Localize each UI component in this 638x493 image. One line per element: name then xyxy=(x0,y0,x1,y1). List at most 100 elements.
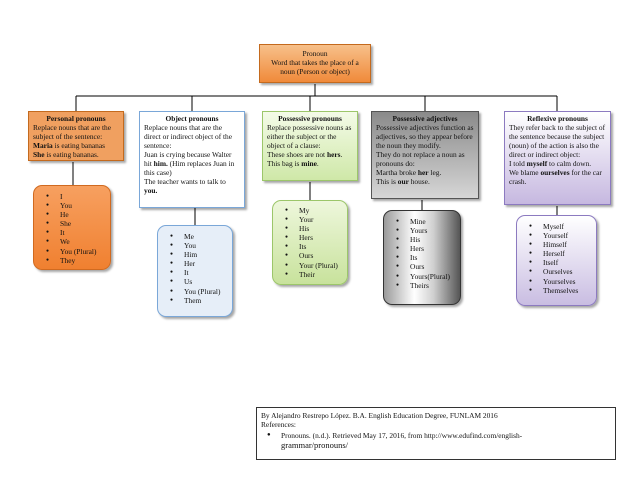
root-description: Word that takes the place of a noun (Per… xyxy=(271,58,359,76)
list-item: You xyxy=(170,241,228,250)
example-bold: her xyxy=(417,168,429,177)
example-text: for the car crash. xyxy=(509,168,602,186)
example-text: Juan is crying because Walter hit xyxy=(144,150,232,168)
list-item: Its xyxy=(285,242,343,251)
list-item: Their xyxy=(285,270,343,279)
example-bold: you. xyxy=(144,186,158,195)
possessive-pronouns-list: My Your His Hers Its Ours Your (Plural) … xyxy=(272,200,348,285)
list-item: Itself xyxy=(529,258,592,267)
example-text: This bag is xyxy=(267,159,300,168)
example-text: house. xyxy=(408,177,430,186)
list-item: Ourselves xyxy=(529,267,592,276)
object-pronouns-list: Me You Him Her It Us You (Plural) Them xyxy=(157,225,233,317)
credits-box: By Alejandro Restrepo López. B.A. Englis… xyxy=(256,407,616,460)
example-line: I told myself to calm down. xyxy=(509,159,606,168)
example-line: She is eating bananas. xyxy=(33,150,119,159)
category-text: They refer back to the subject of the se… xyxy=(509,123,606,159)
category-text: Replace nouns that are the direct or ind… xyxy=(144,123,233,150)
example-text: to calm down. xyxy=(547,159,592,168)
category-title: Personal pronouns xyxy=(46,114,106,123)
punct: . xyxy=(316,159,319,168)
example-text: is eating bananas. xyxy=(44,150,99,159)
list-item: Her xyxy=(170,259,228,268)
list-item: Herself xyxy=(529,249,592,258)
object-pronouns-box: Object pronouns Replace nouns that are t… xyxy=(139,111,245,208)
example-bold: ourselves xyxy=(540,168,570,177)
example-line: This is our house. xyxy=(376,177,474,186)
references-label: References: xyxy=(261,420,296,429)
author-line: By Alejandro Restrepo López. B.A. Englis… xyxy=(261,411,498,420)
example-text: This is xyxy=(376,177,396,186)
list-item: His xyxy=(285,224,343,233)
list-item: She xyxy=(46,219,106,228)
list-item: It xyxy=(170,268,228,277)
list-item: Its xyxy=(396,253,456,262)
category-text: They do not replace a noun as pronouns d… xyxy=(376,150,465,168)
category-title: Possessive pronouns xyxy=(278,114,342,123)
example-text: (Him replaces Juan in this case) xyxy=(144,159,235,177)
possessive-pronouns-box: Possessive pronouns Replace possessive n… xyxy=(262,111,358,181)
example-bold: hers xyxy=(326,150,341,159)
example-bold: She xyxy=(33,150,45,159)
punct: . xyxy=(340,150,343,159)
list-item: Hers xyxy=(396,244,456,253)
category-title: Reflexive pronouns xyxy=(527,114,588,123)
personal-pronouns-list: I You He She It We You (Plural) They xyxy=(33,185,111,270)
list-item: Himself xyxy=(529,240,592,249)
category-title: Possessive adjectives xyxy=(392,114,458,123)
list-item: Mine xyxy=(396,217,456,226)
list-item: You xyxy=(46,201,106,210)
list-item: Me xyxy=(170,232,228,241)
list-item: We xyxy=(46,237,106,246)
list-item: Yourself xyxy=(529,231,592,240)
example-text: I told xyxy=(509,159,525,168)
possessive-adjectives-box: Possessive adjectives Possessive adjecti… xyxy=(371,111,479,199)
list-item: You (Plural) xyxy=(46,247,106,256)
list-item: He xyxy=(46,210,106,219)
list-item: You (Plural) xyxy=(170,287,228,296)
example-line: Maria is eating bananas xyxy=(33,141,119,150)
list-item: They xyxy=(46,256,106,265)
example-line: Martha broke her leg. xyxy=(376,168,474,177)
example-bold: him. xyxy=(151,159,168,168)
list-item: Themselves xyxy=(529,286,592,295)
list-item: Us xyxy=(170,277,228,286)
list-item: It xyxy=(46,228,106,237)
reflexive-pronouns-box: Reflexive pronouns They refer back to th… xyxy=(504,111,611,205)
example-text: The teacher wants to talk to xyxy=(144,177,226,186)
possessive-adjectives-list: Mine Yours His Hers Its Ours Yours(Plura… xyxy=(383,210,461,305)
list-item: Theirs xyxy=(396,281,456,290)
reflexive-pronouns-list: Myself Yourself Himself Herself Itself O… xyxy=(516,215,597,306)
example-text: We blame xyxy=(509,168,539,177)
category-text: Possessive adjectives function as adject… xyxy=(376,123,474,150)
root-title: Pronoun xyxy=(302,49,328,58)
list-item: Yours(Plural) xyxy=(396,272,456,281)
example-bold: our xyxy=(397,177,409,186)
list-item: Ours xyxy=(285,251,343,260)
example-text: leg. xyxy=(428,168,442,177)
example-text: is eating bananas xyxy=(52,141,106,150)
reference-item: Pronouns. (n.d.). Retrieved May 17, 2016… xyxy=(261,431,611,451)
example-line: We blame ourselves for the car crash. xyxy=(509,168,606,186)
example-bold: mine xyxy=(301,159,317,168)
list-item: My xyxy=(285,206,343,215)
list-item: Hers xyxy=(285,233,343,242)
list-item: His xyxy=(396,235,456,244)
category-text: Replace nouns that are the subject of th… xyxy=(33,123,111,141)
reference-link-text: grammar/pronouns/ xyxy=(281,440,349,450)
list-item: I xyxy=(46,192,106,201)
list-item: Yours xyxy=(396,226,456,235)
example-line: These shoes are not hers. xyxy=(267,150,353,159)
example-line: Juan is crying because Walter hit him. (… xyxy=(144,150,240,177)
list-item: Yourselves xyxy=(529,277,592,286)
category-title: Object pronouns xyxy=(165,114,219,123)
root-pronoun-box: Pronoun Word that takes the place of a n… xyxy=(259,44,371,83)
list-item: Myself xyxy=(529,222,592,231)
example-text: These shoes are not xyxy=(267,150,326,159)
list-item: Him xyxy=(170,250,228,259)
list-item: Them xyxy=(170,296,228,305)
list-item: Ours xyxy=(396,262,456,271)
reference-text: Pronouns. (n.d.). Retrieved May 17, 2016… xyxy=(281,431,523,440)
example-text: Martha broke xyxy=(376,168,417,177)
